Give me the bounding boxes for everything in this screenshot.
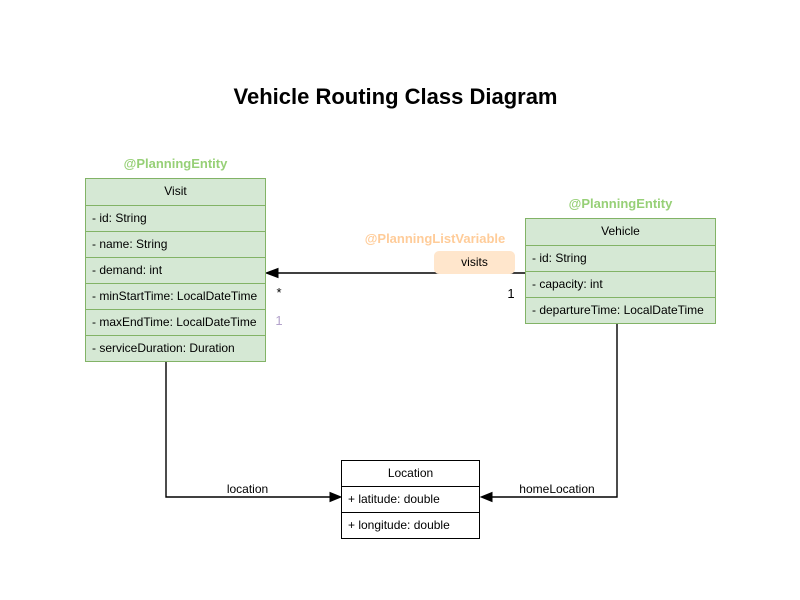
home-location-edge: [479, 322, 618, 503]
visit-field: - id: String: [86, 205, 265, 231]
visit-planning-entity-annotation: @PlanningEntity: [123, 156, 228, 171]
location-class-box: Location + latitude: double + longitude:…: [341, 460, 480, 539]
vehicle-field: - departureTime: LocalDateTime: [526, 297, 715, 323]
vehicle-class-box: Vehicle - id: String - capacity: int - d…: [525, 218, 716, 324]
arrowhead-icon: [264, 267, 279, 279]
arrowhead-icon: [329, 491, 343, 503]
vehicle-field: - id: String: [526, 245, 715, 271]
visit-field: - name: String: [86, 231, 265, 257]
location-class-name: Location: [387, 466, 434, 480]
location-field: + longitude: double: [342, 512, 479, 538]
vehicle-planning-entity-annotation: @PlanningEntity: [568, 196, 673, 211]
location-edge-label: location: [226, 482, 269, 496]
location-field: + latitude: double: [342, 486, 479, 512]
visit-class-box: Visit - id: String - name: String - dema…: [85, 178, 266, 362]
home-location-edge-label: homeLocation: [519, 482, 595, 496]
visits-secondary-multiplicity: 1: [275, 313, 283, 328]
vehicle-field: - capacity: int: [526, 271, 715, 297]
visit-field: - serviceDuration: Duration: [86, 335, 265, 361]
visits-source-multiplicity: 1: [507, 286, 515, 301]
planning-list-variable-annotation: @PlanningListVariable: [364, 231, 506, 246]
vehicle-class-name: Vehicle: [601, 224, 640, 238]
arrowhead-icon: [479, 491, 493, 503]
visit-field: - demand: int: [86, 257, 265, 283]
visit-class-name: Visit: [164, 184, 187, 198]
location-edge: [165, 361, 343, 503]
visits-target-multiplicity: *: [276, 285, 282, 300]
visit-field: - minStartTime: LocalDateTime: [86, 283, 265, 309]
visits-edge-label: visits: [434, 251, 515, 274]
visit-field: - maxEndTime: LocalDateTime: [86, 309, 265, 335]
diagram-title: Vehicle Routing Class Diagram: [233, 84, 558, 109]
